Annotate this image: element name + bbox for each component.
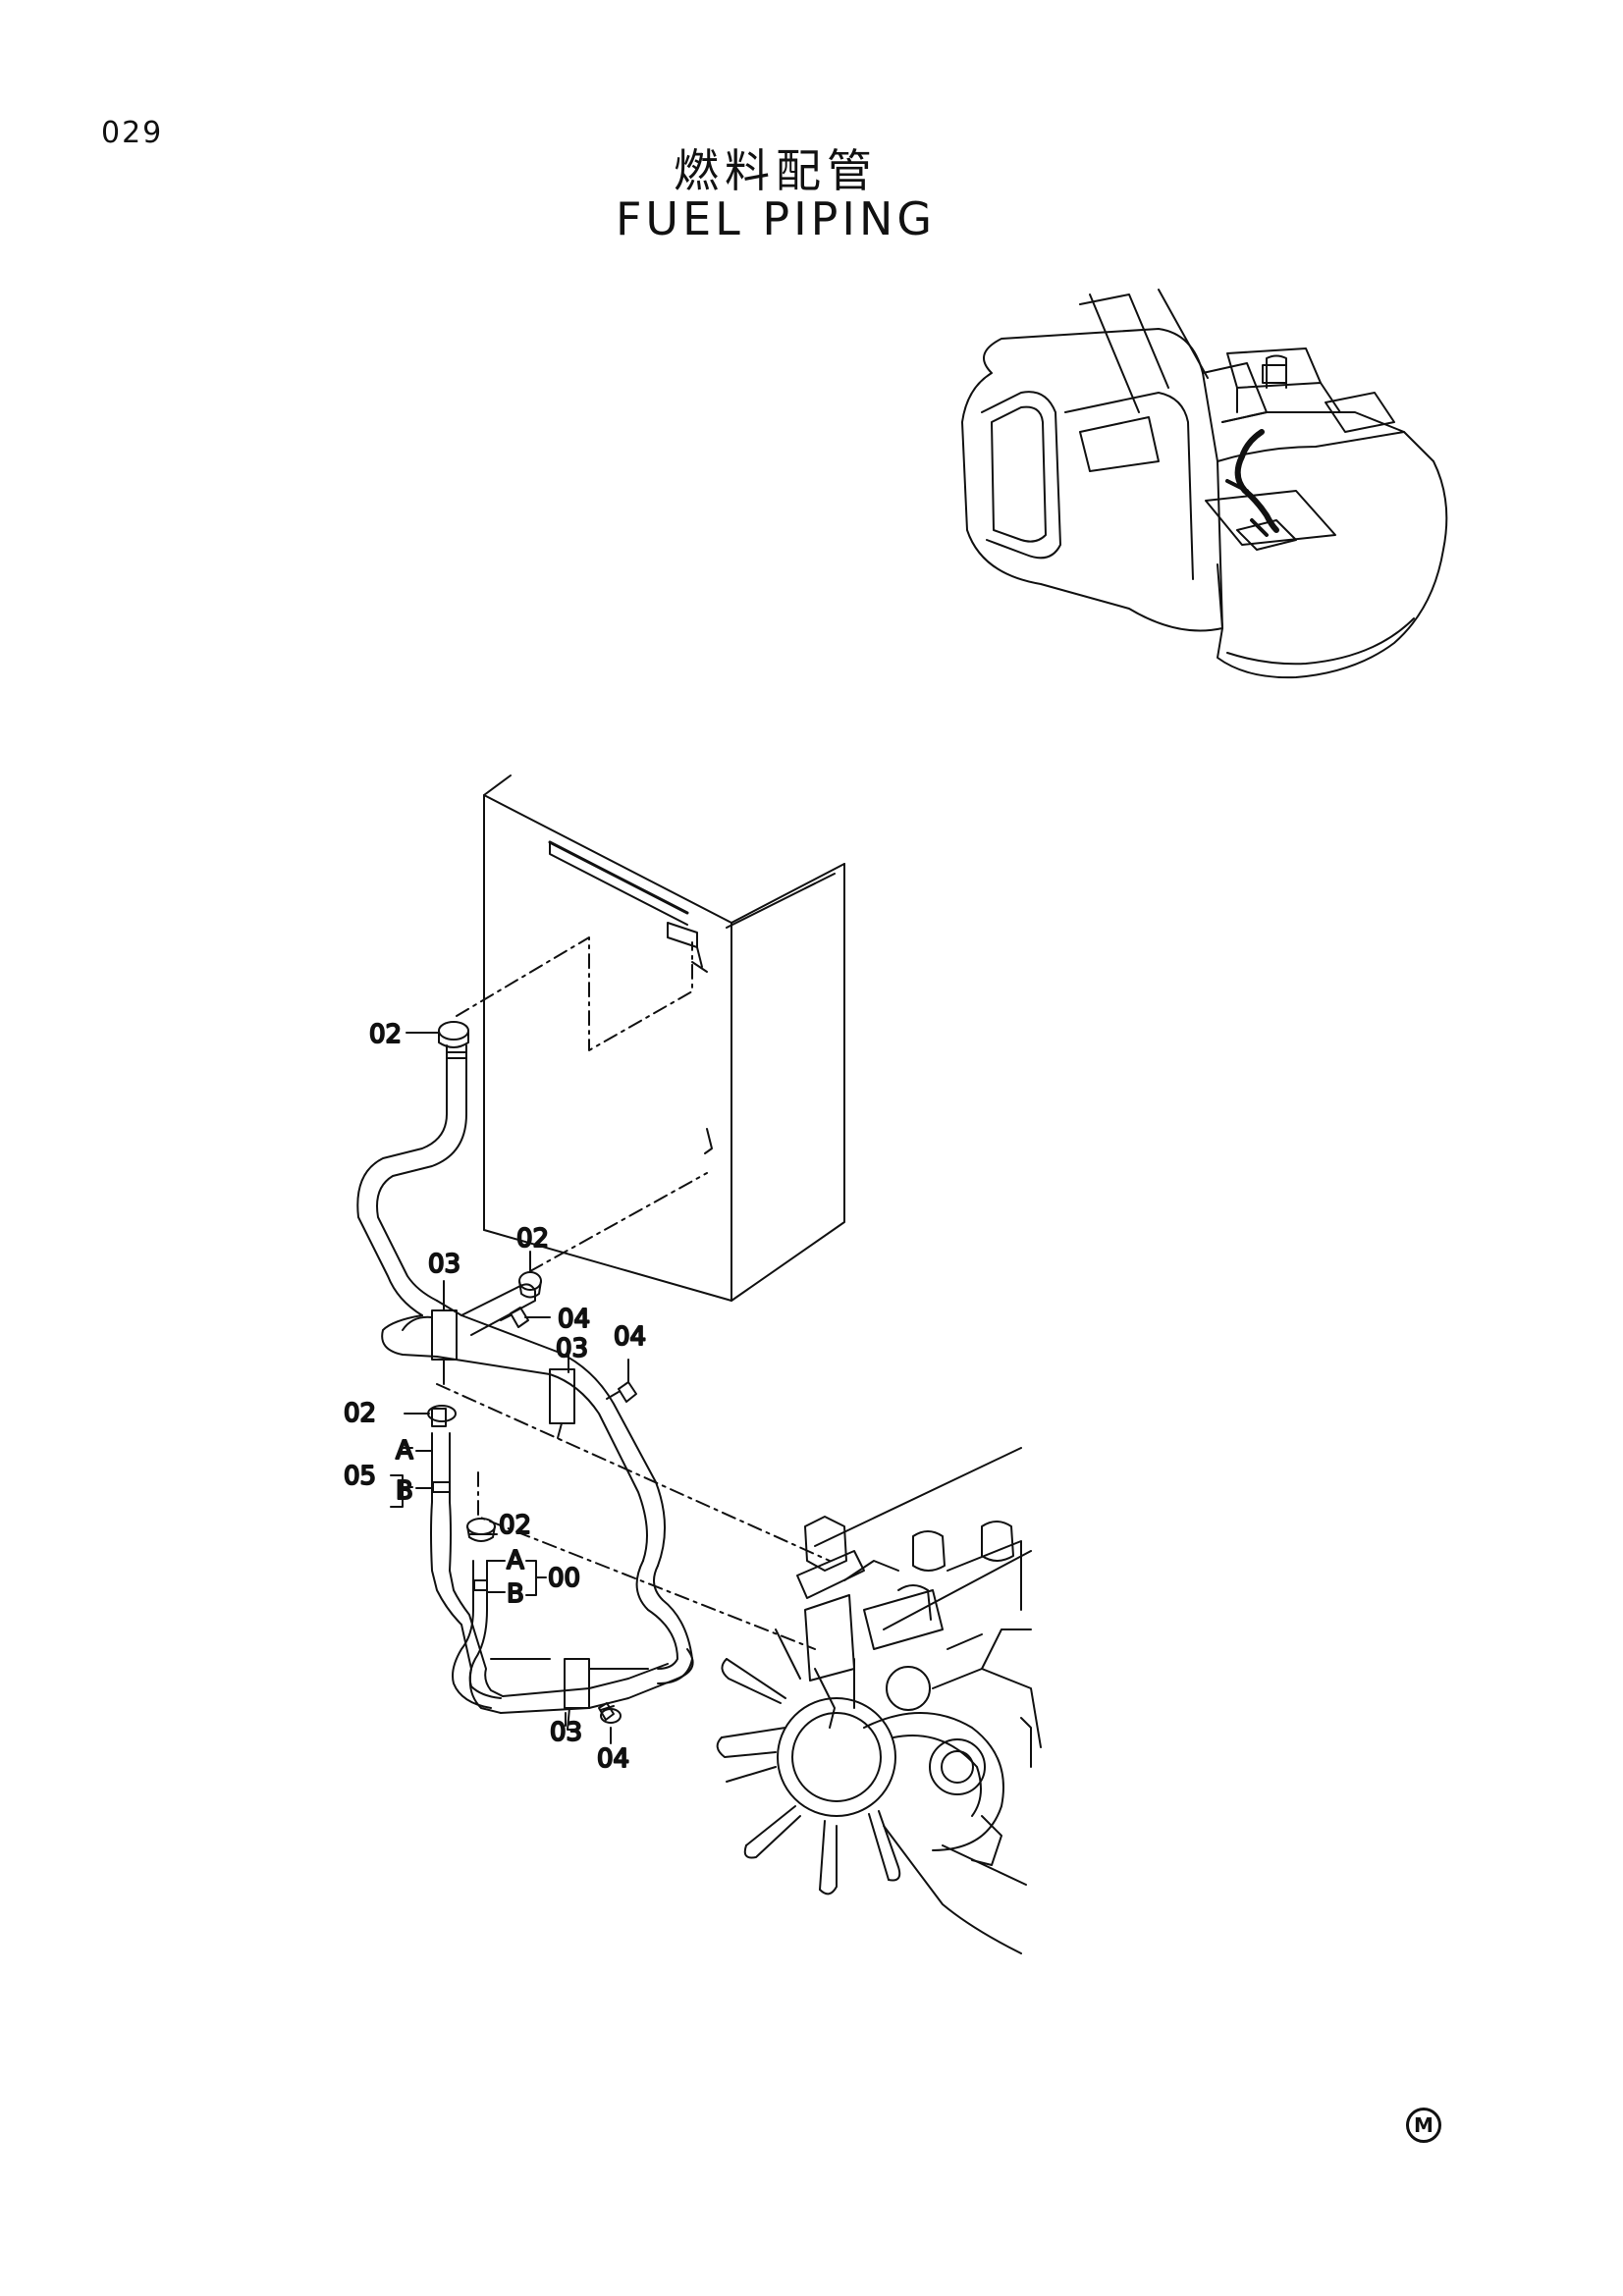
callout-02-low: 02 [499, 1511, 531, 1540]
hardware [427, 1021, 637, 1724]
manufacturer-mark: M [1406, 2108, 1441, 2143]
callout-03-upper: 03 [428, 1250, 460, 1279]
callout-00-a: A [507, 1546, 524, 1575]
fuel-tank [483, 774, 845, 1302]
callout-02-left: 02 [344, 1399, 376, 1428]
callout-05-a: A [396, 1436, 413, 1466]
callout-00-b: B [507, 1579, 524, 1609]
callout-02-mid: 02 [516, 1224, 549, 1254]
overview-fuel-line [1234, 429, 1279, 533]
callout-04-bottom: 04 [597, 1744, 629, 1774]
callout-leaders [390, 1032, 629, 1744]
callout-00: 00 [548, 1564, 580, 1593]
callout-05-b: B [396, 1476, 413, 1506]
callout-03-mid: 03 [556, 1334, 588, 1363]
excavator-overview [961, 289, 1448, 679]
upper-fuel-hose [356, 1044, 693, 1684]
callout-05: 05 [344, 1462, 376, 1491]
engine [716, 1447, 1042, 1954]
page-number: 029 [101, 116, 164, 150]
title-japanese: 燃料配管 [674, 144, 878, 197]
callout-04-mid: 04 [558, 1305, 590, 1334]
leader-lines [436, 936, 831, 1650]
callout-02-top: 02 [369, 1020, 402, 1049]
lower-fuel-hose [430, 1408, 694, 1731]
callout-03-bottom: 03 [550, 1718, 582, 1747]
title-english: FUEL PIPING [615, 192, 937, 245]
callout-04-right: 04 [614, 1322, 646, 1352]
